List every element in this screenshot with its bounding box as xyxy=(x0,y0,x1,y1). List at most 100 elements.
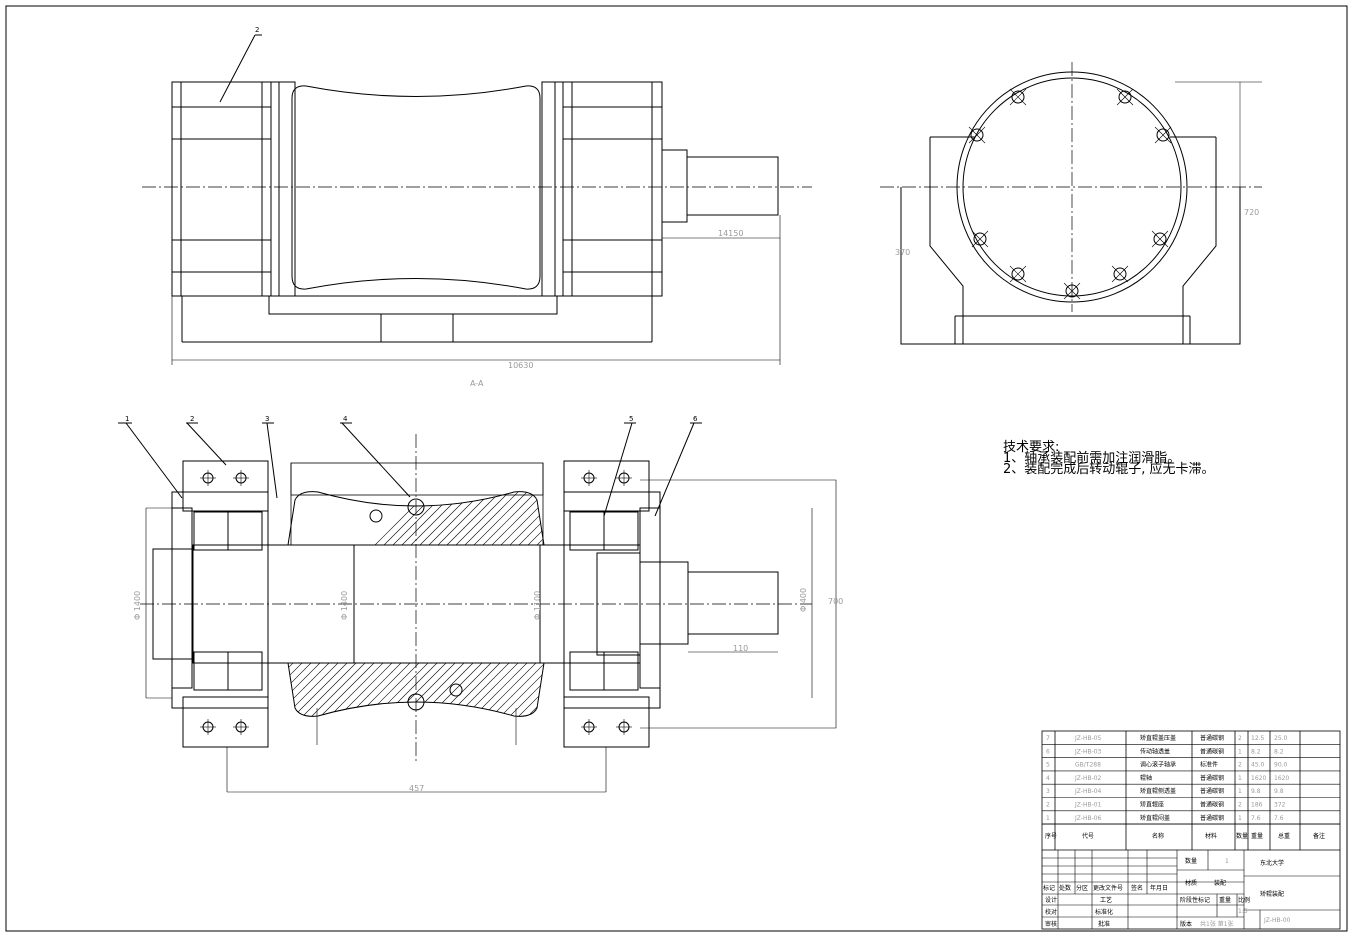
dim-roller-diameter: Φ 1400 xyxy=(340,591,349,620)
dim-shaft-end-diameter: Φ 400 xyxy=(799,588,808,612)
bom-cell: 25.0 xyxy=(1274,735,1288,742)
bom-cell: 9.8 xyxy=(1274,788,1284,795)
tb-weight: 重量 xyxy=(1219,896,1231,904)
tb-col-2: 分区 xyxy=(1076,884,1088,892)
title-block-grid xyxy=(1042,850,1340,929)
dim-span: 457 xyxy=(409,784,424,793)
bom-cell: 标准件 xyxy=(1200,761,1218,769)
mounting-bolts xyxy=(200,470,632,735)
bom-cell: 普通碳钢 xyxy=(1200,774,1224,782)
tb-drawing-no: JZ-HB-00 xyxy=(1263,917,1291,924)
bom-cell: 2 xyxy=(1238,802,1242,809)
bom-cell: 12.5 xyxy=(1251,735,1265,742)
bom-cell: 9.8 xyxy=(1251,788,1261,795)
bom-cell: JZ-HB-01 xyxy=(1074,802,1102,809)
bom-cell: 普通碳钢 xyxy=(1200,734,1224,742)
bom-cell: 传动轴透盖 xyxy=(1140,747,1170,755)
bom-cell: GB/T288 xyxy=(1075,762,1101,769)
tb-row-design: 设计 xyxy=(1045,896,1057,904)
tb-qty-label: 数量 xyxy=(1185,857,1197,865)
bom-cell: 普通碳钢 xyxy=(1200,747,1224,755)
bolt-hole xyxy=(1065,284,1079,298)
bom-cell: 普通碳钢 xyxy=(1200,814,1224,822)
bom-cell: 2 xyxy=(1046,802,1050,809)
dim-overall-length: 10630 xyxy=(508,361,533,370)
bom-cell: 8.2 xyxy=(1274,748,1284,755)
bom-cell: 辊轴 xyxy=(1140,774,1152,782)
hdr-code: 代号 xyxy=(1082,832,1094,840)
top-side-view xyxy=(880,62,1262,345)
tb-col-3: 更改文件号 xyxy=(1093,884,1123,892)
bom-cell: 1 xyxy=(1046,815,1050,822)
dim-side-height-left: 370 xyxy=(895,248,910,257)
top-front-view xyxy=(142,34,812,365)
tb-sheet: 版本 xyxy=(1180,920,1192,928)
tech-item-1: 1、轴承装配前需加注润滑脂。 xyxy=(1003,451,1181,466)
balloon-2-top: 2 xyxy=(255,26,259,34)
bom-cell: 1 xyxy=(1238,748,1242,755)
bolt-hole xyxy=(1011,90,1025,104)
bom-cell: 2 xyxy=(1238,735,1242,742)
technical-requirements: 技术要求: 1、轴承装配前需加注润滑脂。 2、装配完成后转动辊子, 应无卡滞。 xyxy=(1003,440,1215,477)
balloon-2: 2 xyxy=(190,415,194,423)
tb-stage: 阶段性标记 xyxy=(1180,896,1210,904)
bom-cell: 5 xyxy=(1046,762,1050,769)
dim-bearing-diameter: Φ 1100 xyxy=(533,591,542,620)
tb-col-0: 标记 xyxy=(1043,884,1055,892)
hdr-weight: 重量 xyxy=(1251,832,1263,840)
bom-cell: 90.0 xyxy=(1274,762,1288,769)
hdr-qty: 数量 xyxy=(1236,832,1248,840)
bom-cell: 1620 xyxy=(1251,775,1266,782)
hdr-material: 材料 xyxy=(1205,832,1217,840)
tech-item-2: 2、装配完成后转动辊子, 应无卡滞。 xyxy=(1003,462,1215,477)
tb-material-label: 材质 xyxy=(1185,879,1197,887)
tb-col-1: 处数 xyxy=(1059,884,1071,892)
tb-approve: 批准 xyxy=(1098,920,1110,928)
dim-shaft-length: 14150 xyxy=(718,229,743,238)
tb-drawing-name: 矫辊装配 xyxy=(1260,890,1284,898)
section-label: A-A xyxy=(470,379,484,388)
bolt-hole xyxy=(1153,232,1167,246)
dim-side-height-right: 720 xyxy=(1244,208,1259,217)
bolt-hole xyxy=(973,232,987,246)
hdr-no: 序号 xyxy=(1045,832,1057,840)
bom-cell: 372 xyxy=(1274,802,1286,809)
tb-material-value: 装配 xyxy=(1214,879,1226,887)
tb-sheet-no: 共1张 第1张 xyxy=(1200,920,1234,928)
bom-cell: 7.6 xyxy=(1251,815,1261,822)
bom-cell: 3 xyxy=(1046,788,1050,795)
dim-height-right: 700 xyxy=(828,597,843,606)
bolt-hole xyxy=(1113,267,1127,281)
tb-qty-value: 1 xyxy=(1225,858,1229,865)
tb-scale-value: 1:5 xyxy=(1238,908,1248,915)
tb-row-review: 审核 xyxy=(1045,920,1057,928)
bom-cell: 普通碳钢 xyxy=(1200,787,1224,795)
balloon-4: 4 xyxy=(343,415,348,423)
hdr-name: 名称 xyxy=(1152,832,1164,840)
tech-title: 技术要求: xyxy=(1003,440,1060,455)
bolt-hole xyxy=(1011,267,1025,281)
bolt-holes xyxy=(968,88,1172,300)
section-hatching xyxy=(288,491,544,717)
bom-cell: 矫直辊闷盖 xyxy=(1140,814,1170,822)
bom-cell: 矫直辊盖压盖 xyxy=(1140,734,1176,742)
bolt-hole xyxy=(970,128,984,142)
section-view xyxy=(118,422,837,793)
bom-cell: JZ-HB-04 xyxy=(1074,788,1102,795)
bom-cell: JZ-HB-06 xyxy=(1074,815,1102,822)
balloon-1: 1 xyxy=(125,415,129,423)
hdr-remark: 备注 xyxy=(1313,832,1325,840)
bom-cell: 调心滚子轴承 xyxy=(1140,761,1176,769)
tb-university: 东北大学 xyxy=(1260,859,1284,867)
bom-cell: JZ-HB-05 xyxy=(1074,735,1102,742)
bolt-hole xyxy=(1156,128,1170,142)
bom-cell: 矫直辊座 xyxy=(1140,801,1164,809)
bom-cell: 45.0 xyxy=(1251,762,1265,769)
bom-cell: 2 xyxy=(1238,762,1242,769)
bom-cell: 矫直辊侧透盖 xyxy=(1140,787,1176,795)
bom-cell: 1 xyxy=(1238,775,1242,782)
hdr-total: 总重 xyxy=(1278,832,1290,840)
tb-col-4: 签名 xyxy=(1131,884,1143,892)
tb-col-5: 年月日 xyxy=(1150,884,1168,892)
